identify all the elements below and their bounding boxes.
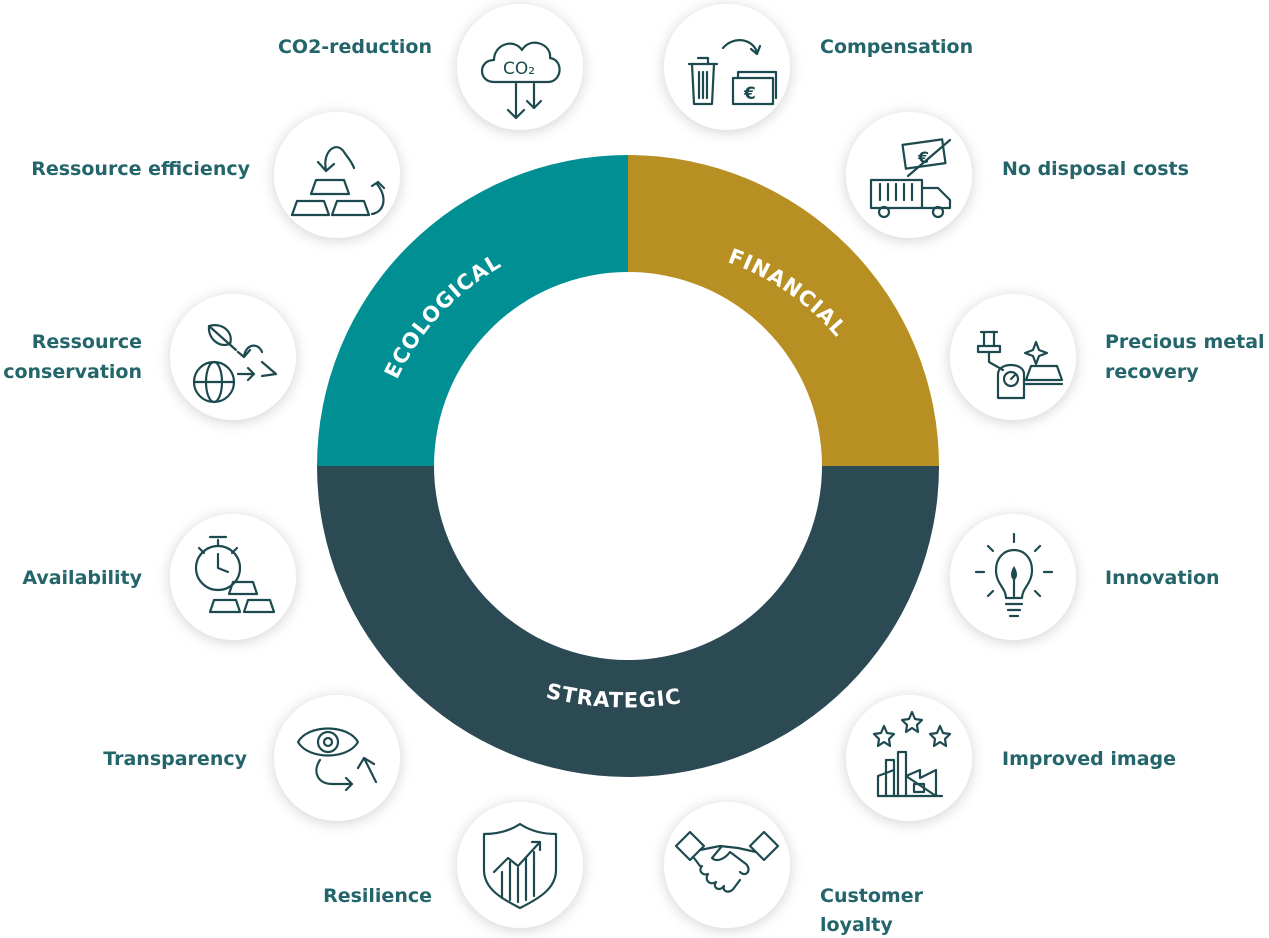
no-disposal-costs-label: No disposal costs <box>1002 158 1189 180</box>
svg-text:€: € <box>917 148 929 167</box>
improved-image-item: Improved image <box>846 695 1176 821</box>
resource-conservation-bubble <box>170 294 296 420</box>
innovation-label: Innovation <box>1105 567 1220 589</box>
customer-loyalty-item: Customer loyalty <box>664 802 924 936</box>
resource-efficiency-bubble <box>274 112 400 238</box>
improved-image-label: Improved image <box>1002 748 1176 770</box>
availability-bubble <box>170 514 296 640</box>
transparency-bubble <box>274 695 400 821</box>
resilience-label: Resilience <box>323 885 432 907</box>
compensation-bubble <box>664 4 790 130</box>
transparency-item: Transparency <box>103 695 400 821</box>
transparency-label: Transparency <box>103 748 247 770</box>
compensation-item: € Compensation <box>664 4 973 130</box>
factory-stars-icon <box>872 710 952 798</box>
availability-item: Availability <box>22 514 296 640</box>
precious-metal-recovery-label-2: recovery <box>1105 361 1199 383</box>
truck-no-money-icon: € <box>869 138 952 219</box>
innovation-item: Innovation <box>950 514 1220 640</box>
stopwatch-gold-icon <box>194 535 276 614</box>
improved-image-bubble <box>846 695 972 821</box>
metal-recovery-icon <box>976 330 1064 400</box>
resource-conservation-label-2: conservation <box>3 361 142 383</box>
availability-label: Availability <box>22 567 142 589</box>
gold-bars-recycle-icon <box>290 146 386 217</box>
precious-metal-recovery-item: Precious metal recovery <box>950 294 1265 420</box>
financial-segment <box>628 155 939 466</box>
resource-conservation-item: Ressource conservation <box>3 294 296 420</box>
strategic-segment <box>317 466 939 777</box>
co2-cloud-icon: CO₂ <box>480 41 561 120</box>
resource-efficiency-label: Ressource efficiency <box>31 158 250 180</box>
lightbulb-icon <box>974 532 1054 618</box>
eye-recycle-icon <box>296 727 378 792</box>
ecological-segment <box>317 155 628 466</box>
precious-metal-recovery-label-1: Precious metal <box>1105 331 1265 353</box>
resource-efficiency-item: Ressource efficiency <box>31 112 400 238</box>
customer-loyalty-bubble <box>664 802 790 928</box>
precious-metal-recovery-bubble <box>950 294 1076 420</box>
customer-loyalty-label-1: Customer <box>820 885 924 907</box>
handshake-icon <box>674 830 780 893</box>
resilience-item: Resilience <box>323 802 583 928</box>
customer-loyalty-label-2: loyalty <box>820 914 893 936</box>
svg-text:€: € <box>743 84 756 104</box>
svg-text:CO₂: CO₂ <box>503 59 535 79</box>
co2-reduction-bubble <box>457 4 583 130</box>
resource-conservation-label-1: Ressource <box>32 331 142 353</box>
no-disposal-costs-item: € No disposal costs <box>846 112 1189 238</box>
trash-to-money-icon: € <box>687 39 778 106</box>
co2-reduction-item: CO₂ CO2-reduction <box>278 4 583 130</box>
compensation-label: Compensation <box>820 36 973 58</box>
globe-leaf-icon <box>192 324 278 404</box>
shield-chart-icon <box>482 822 558 910</box>
co2-reduction-label: CO2-reduction <box>278 36 432 58</box>
